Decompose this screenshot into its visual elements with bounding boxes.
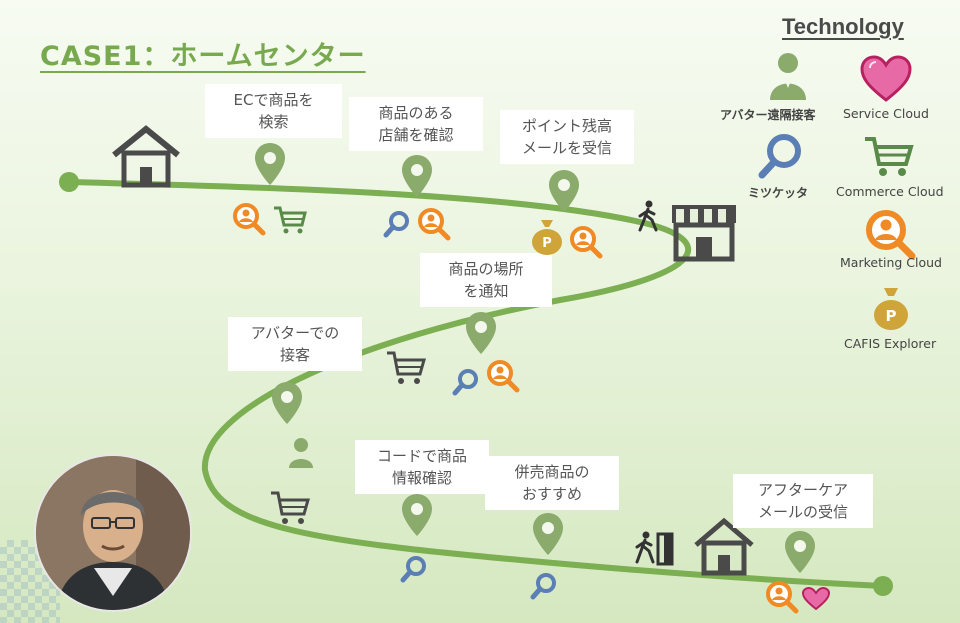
marketing-cloud-icon — [570, 226, 602, 258]
magnifier-icon — [757, 133, 803, 179]
svg-text:P: P — [542, 236, 552, 251]
money-bag-icon: P — [872, 286, 910, 332]
tech-label: ミツケッタ — [748, 184, 808, 201]
heart-icon — [802, 587, 830, 611]
marketing-cloud-icon — [233, 203, 265, 235]
person-avatar-icon — [770, 52, 806, 100]
store-icon — [668, 203, 740, 263]
magnifier-icon — [530, 572, 558, 600]
marketing-cloud-icon — [866, 210, 916, 260]
presenter-illustration — [36, 456, 190, 610]
map-pin-icon — [785, 531, 815, 575]
map-pin-icon — [272, 382, 302, 426]
svg-text:P: P — [886, 307, 897, 325]
tech-label: アバター遠隔接客 — [720, 106, 816, 123]
tech-label: CAFIS Explorer — [844, 336, 936, 351]
marketing-cloud-icon — [487, 360, 519, 392]
presenter-photo — [34, 454, 192, 612]
shopping-cart-icon — [386, 350, 426, 386]
map-pin-icon — [402, 155, 432, 199]
step-callout: ECで商品を 検索 — [205, 84, 342, 138]
marketing-cloud-icon — [418, 208, 450, 240]
exit-door-icon — [634, 530, 680, 568]
step-callout: アフターケア メールの受信 — [733, 474, 873, 528]
tech-label: Service Cloud — [843, 106, 929, 121]
walking-person-icon — [636, 200, 658, 232]
map-pin-icon — [255, 143, 285, 187]
home-icon — [110, 125, 182, 189]
money-bag-icon: P — [530, 218, 564, 256]
tech-label: Commerce Cloud — [836, 184, 944, 199]
step-callout: アバターでの 接客 — [228, 317, 362, 371]
person-avatar-icon — [288, 436, 314, 468]
map-pin-icon — [533, 513, 563, 557]
magnifier-icon — [400, 555, 428, 583]
map-pin-icon — [549, 170, 579, 214]
step-callout: コードで商品 情報確認 — [355, 440, 489, 494]
heart-icon — [860, 56, 912, 102]
shopping-cart-icon — [864, 136, 914, 178]
magnifier-icon — [383, 210, 411, 238]
tech-label: Marketing Cloud — [840, 255, 942, 270]
shopping-cart-icon — [273, 205, 307, 235]
shopping-cart-icon — [270, 490, 310, 526]
step-callout: ポイント残高 メールを受信 — [500, 110, 634, 164]
map-pin-icon — [402, 494, 432, 538]
map-pin-icon — [466, 312, 496, 356]
step-callout: 商品の場所 を通知 — [420, 253, 552, 307]
marketing-cloud-icon — [766, 581, 798, 613]
step-callout: 併売商品の おすすめ — [485, 456, 619, 510]
magnifier-icon — [452, 368, 480, 396]
step-callout: 商品のある 店舗を確認 — [349, 97, 483, 151]
